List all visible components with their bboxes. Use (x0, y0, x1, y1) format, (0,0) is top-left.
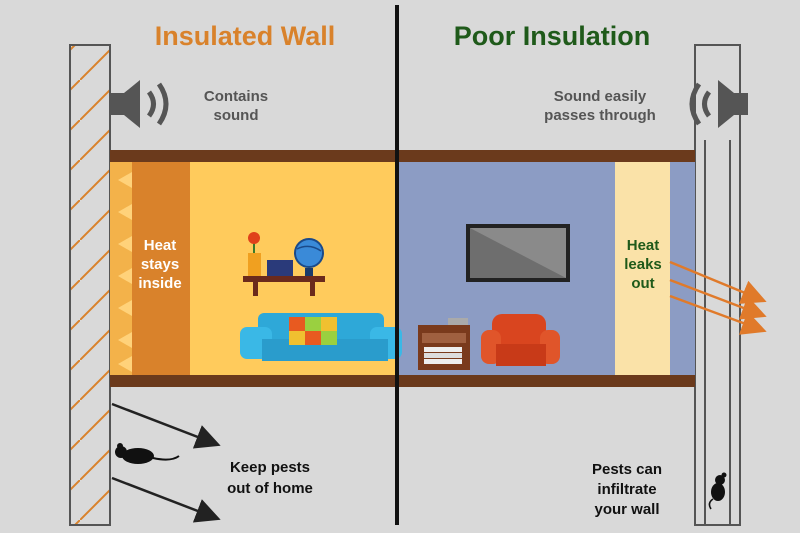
box-icon (267, 260, 293, 276)
ceiling-beam (110, 150, 695, 162)
left-title: Insulated Wall (155, 21, 336, 51)
globe-icon (294, 238, 324, 276)
mouse-icon (708, 472, 727, 510)
heat-label-line: inside (138, 275, 181, 292)
pests-label-line: Keep pests (230, 459, 310, 476)
sofa-icon (240, 313, 402, 361)
pests-label-line: your wall (594, 501, 659, 518)
pest-deflect-arrows (111, 402, 221, 523)
side-table-icon (418, 318, 470, 370)
sound-label-line: Contains (204, 88, 268, 105)
heat-label-line: Heat (144, 237, 177, 254)
mouse-icon (115, 443, 180, 464)
heat-label-line: leaks (624, 256, 662, 273)
flower-icon (248, 232, 261, 276)
heat-label-line: stays (141, 256, 179, 273)
heat-retained-arrows-icon (118, 172, 132, 372)
shelf (243, 276, 325, 296)
pests-label-line: infiltrate (597, 481, 656, 498)
pests-label-line: out of home (227, 480, 313, 497)
tv-icon (466, 224, 570, 282)
heat-label-line: out (631, 275, 654, 292)
speaker-icon (110, 80, 169, 128)
insulated-wall-hatching (71, 46, 109, 524)
heat-leak-arrows (669, 260, 767, 335)
speaker-icon (689, 80, 748, 128)
floor-beam (110, 375, 695, 387)
right-title: Poor Insulation (454, 21, 651, 51)
armchair-icon (481, 314, 560, 366)
heat-label-line: Heat (627, 237, 660, 254)
thin-insulation-layer (615, 160, 670, 375)
sound-label-line: sound (214, 107, 259, 124)
sound-label-line: passes through (544, 107, 656, 124)
pests-label-line: Pests can (592, 461, 662, 478)
sound-label-line: Sound easily (554, 88, 647, 105)
